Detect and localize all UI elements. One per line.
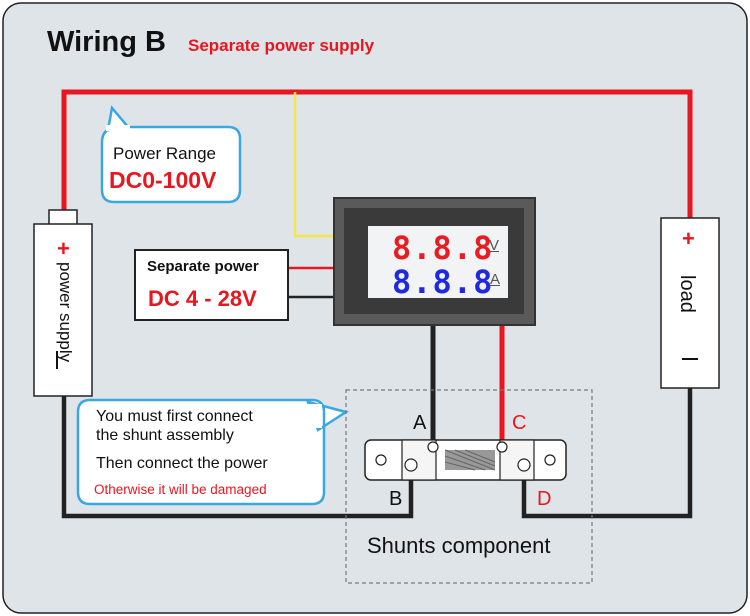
- shunt-frame: [345, 389, 593, 584]
- terminal-a-screw: [427, 441, 439, 453]
- yellow-wire: [293, 92, 336, 238]
- terminal-b-screw: [404, 458, 418, 472]
- diagram-subtitle: Separate power supply: [188, 36, 375, 55]
- warning-line-1: You must first connect: [96, 408, 253, 425]
- separate-power-value: DC 4 - 28V: [148, 286, 257, 311]
- red-wire-main: [61, 89, 693, 218]
- warning-line-2: the shunt assembly: [96, 427, 234, 444]
- black-wire-load: [521, 387, 693, 519]
- terminal-c-screw: [496, 441, 508, 453]
- current-display: 8.8.8: [392, 263, 494, 301]
- black-wire-supply: [61, 394, 414, 519]
- load-label: load: [676, 275, 698, 313]
- terminal-c-label: C: [512, 412, 527, 434]
- voltage-display: 8.8.8: [392, 229, 494, 267]
- power-supply-minus: [56, 351, 58, 369]
- power-supply-body: [33, 223, 93, 397]
- separate-power-label: Separate power: [147, 258, 259, 275]
- terminal-a-label: A: [413, 412, 427, 434]
- voltage-unit: V: [489, 237, 500, 254]
- shunt-caption: Shunts component: [367, 533, 551, 558]
- load-minus: [682, 358, 698, 360]
- warning-line-4: Otherwise it will be damaged: [94, 482, 267, 497]
- terminal-d-label: D: [537, 488, 552, 510]
- load-plus: +: [682, 226, 695, 251]
- power-range-bubble: [100, 105, 242, 204]
- power-range-value: DC0-100V: [109, 167, 217, 193]
- power-range-label: Power Range: [113, 144, 217, 163]
- power-supply-label: power supply: [56, 262, 75, 363]
- shunt-mount-hole-left: [375, 454, 387, 466]
- current-unit: A: [490, 271, 501, 288]
- meter-screen: [368, 226, 508, 298]
- terminal-d-screw: [517, 458, 531, 472]
- shunt-mount-hole-right: [544, 454, 556, 466]
- separate-power-box: [134, 249, 289, 321]
- power-supply-plus: +: [57, 236, 70, 261]
- diagram-title: Wiring B: [47, 26, 166, 58]
- warning-line-3: Then connect the power: [96, 455, 268, 472]
- terminal-b-label: B: [389, 488, 403, 510]
